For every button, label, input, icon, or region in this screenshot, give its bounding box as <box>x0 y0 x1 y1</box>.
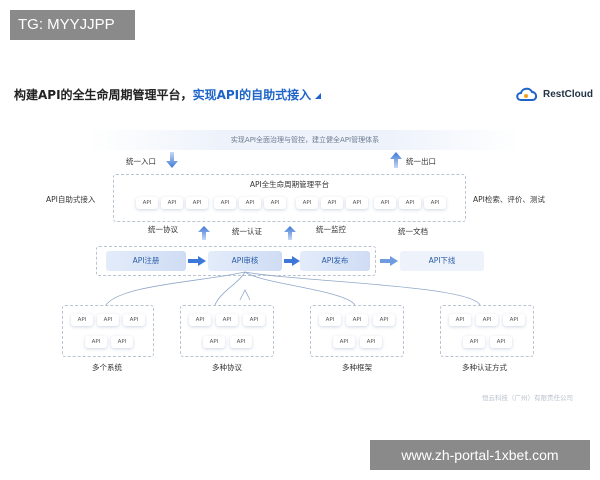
api-chip: API <box>296 197 318 209</box>
source-label-auth-methods: 多种认证方式 <box>462 363 507 372</box>
source-box-frameworks: API API API API API <box>310 305 404 357</box>
api-chip: API <box>123 314 145 326</box>
source-box-systems: API API API API API <box>62 305 154 357</box>
api-chip: API <box>136 197 158 209</box>
api-chip: API <box>374 197 396 209</box>
api-chip: API <box>203 336 225 348</box>
source-label-systems: 多个系统 <box>92 363 122 372</box>
flow-step-register: API注册 <box>106 251 186 271</box>
arrow-right-icon <box>284 256 300 266</box>
api-chip: API <box>503 314 525 326</box>
api-chip: API <box>424 197 446 209</box>
api-chip: API <box>346 197 368 209</box>
cloud-logo-icon <box>516 87 538 101</box>
watermark-top: TG: MYYJJPP <box>10 10 135 40</box>
api-chip: API <box>186 197 208 209</box>
watermark-bottom: www.zh-portal-1xbet.com <box>370 440 590 470</box>
title-mark-icon <box>315 92 322 99</box>
arrow-right-icon <box>380 256 398 266</box>
platform-group-auth: API API API <box>214 197 294 211</box>
group-label-auth: 统一认证 <box>232 227 262 236</box>
left-label: API自助式接入 <box>46 195 96 204</box>
api-chip: API <box>360 336 382 348</box>
platform-title: API全生命周期管理平台 <box>249 180 330 189</box>
api-chip: API <box>373 314 395 326</box>
api-chip: API <box>319 314 341 326</box>
source-box-auth-methods: API API API API API <box>440 305 534 357</box>
api-chip: API <box>239 197 261 209</box>
title-prefix: 构建API的全生命周期管理平台， <box>14 88 193 102</box>
api-chip: API <box>214 197 236 209</box>
logo-text: RestCloud <box>543 88 593 100</box>
platform-group-protocol: API API API <box>136 197 216 211</box>
api-chip: API <box>97 314 119 326</box>
api-chip: API <box>216 314 238 326</box>
api-chip: API <box>161 197 183 209</box>
api-chip: API <box>85 336 107 348</box>
exit-label: 统一出口 <box>406 157 436 166</box>
arrow-up-icon <box>198 226 210 240</box>
platform-group-monitor: API API API <box>296 197 376 211</box>
api-chip: API <box>189 314 211 326</box>
arrow-up-icon <box>284 226 296 240</box>
flow-box <box>96 246 376 276</box>
arrow-down-icon <box>166 152 178 168</box>
api-chip: API <box>333 336 355 348</box>
platform-box: API全生命周期管理平台 API API API API API API API… <box>113 174 466 222</box>
right-label: API检索、评价、测试 <box>473 195 545 204</box>
api-chip: API <box>399 197 421 209</box>
platform-group-docs: API API API <box>374 197 454 211</box>
page-title: 构建API的全生命周期管理平台，实现API的自助式接入 <box>14 86 322 103</box>
source-label-frameworks: 多种框架 <box>342 363 372 372</box>
flow-step-publish: API发布 <box>300 251 370 271</box>
api-chip: API <box>476 314 498 326</box>
title-accent: 实现API的自助式接入 <box>192 88 312 102</box>
source-box-protocols: API API API API API <box>180 305 274 357</box>
group-label-protocol: 统一协议 <box>148 225 178 234</box>
api-chip: API <box>321 197 343 209</box>
governance-banner: 实现API全面治理与管控，建立健全API管理体系 <box>90 130 520 150</box>
api-chip: API <box>449 314 471 326</box>
group-label-monitor: 统一监控 <box>316 225 346 234</box>
arrow-up-icon <box>390 152 402 168</box>
source-label-protocols: 多种协议 <box>212 363 242 372</box>
api-chip: API <box>71 314 93 326</box>
api-chip: API <box>490 336 512 348</box>
api-chip: API <box>230 336 252 348</box>
restcloud-logo: RestCloud <box>515 86 593 102</box>
flow-step-review: API审核 <box>208 251 282 271</box>
group-label-docs: 统一文档 <box>398 227 428 236</box>
api-chip: API <box>264 197 286 209</box>
entry-label: 统一入口 <box>126 157 156 166</box>
arrow-right-icon <box>188 256 206 266</box>
flow-step-offline: API下线 <box>400 251 484 271</box>
api-chip: API <box>346 314 368 326</box>
api-chip: API <box>463 336 485 348</box>
api-chip: API <box>111 336 133 348</box>
api-chip: API <box>243 314 265 326</box>
company-footnote: 恒云科技（广州）有限责任公司 <box>482 394 573 402</box>
